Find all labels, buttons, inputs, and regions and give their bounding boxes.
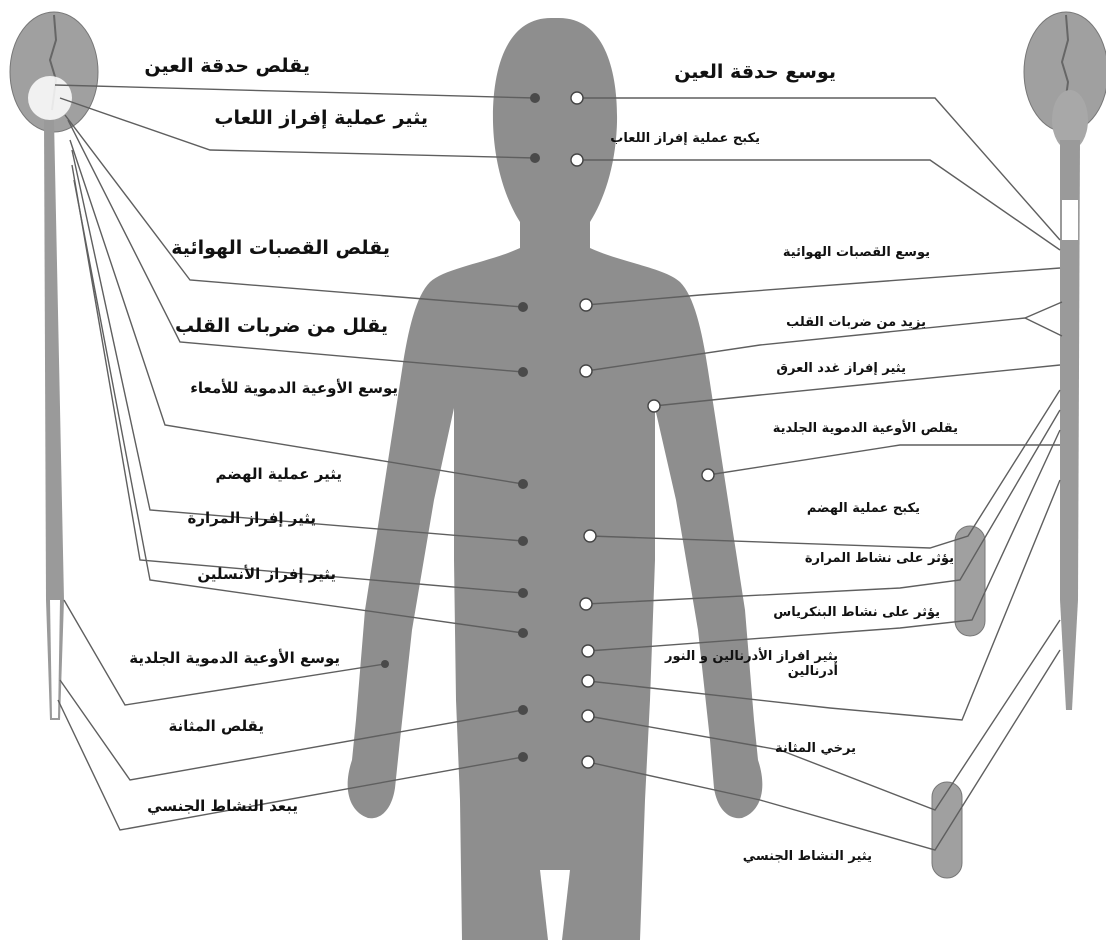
ganglion-cylinder-upper (955, 526, 985, 636)
dot-dark-4 (518, 367, 528, 377)
dot-light-4 (580, 365, 592, 377)
dot-light-12 (582, 756, 594, 768)
right-line-1 (577, 98, 1060, 240)
label-constrict-bronchi: يقلص القصبات الهوائية (171, 238, 390, 260)
dot-light-8 (580, 598, 592, 610)
right-line-4c (1025, 318, 1062, 336)
dot-dark-2 (530, 153, 540, 163)
right-line-2 (577, 160, 1060, 250)
right-nervous-system (1024, 12, 1106, 710)
label-stimulate-sexual: يثير النشاط الجنسي (743, 850, 872, 865)
label-stimulate-sweat: يثير إفراز غدد العرق (776, 362, 906, 377)
dot-light-2 (571, 154, 583, 166)
label-slow-heart: يقلل من ضربات القلب (175, 316, 388, 338)
dot-light-3 (580, 299, 592, 311)
dot-light-9 (582, 645, 594, 657)
label-stimulate-insulin: يثير إفراز الأنسلين (197, 566, 336, 583)
label-stimulate-saliva: يثير عملية إفراز اللعاب (214, 108, 428, 130)
dot-light-7 (584, 530, 596, 542)
right-spinal-cord-light (1062, 200, 1078, 240)
label-dilate-skin-vessels: يوسع الأوعية الدموية الجلدية (129, 650, 340, 667)
label-contract-bladder: يقلص المثانة (168, 718, 264, 735)
left-brain-spot (28, 76, 72, 120)
left-nervous-system (10, 12, 98, 720)
label-inhibit-digestion: يكبح عملية الهضم (807, 502, 920, 517)
left-line-1 (55, 85, 535, 98)
label-dilate-intestine-vessels: يوسع الأوعية الدموية للأمعاء (190, 380, 398, 397)
label-dilate-bronchi: يوسع القصبات الهوائية (783, 246, 930, 261)
dot-light-1 (571, 92, 583, 104)
dot-light-6 (702, 469, 714, 481)
dot-dark-10 (518, 705, 528, 715)
label-dilate-pupil: يوسع حدقة العين (674, 62, 836, 84)
dot-dark-9 (381, 660, 389, 668)
label-inhibit-saliva: يكبح عملية إفراز اللعاب (610, 132, 760, 147)
dot-dark-6 (518, 536, 528, 546)
dot-dark-8 (518, 628, 528, 638)
dot-dark-5 (518, 479, 528, 489)
label-stimulate-gallbladder: يثير إفراز المرارة (187, 510, 316, 527)
body-silhouette (348, 18, 763, 940)
label-increase-heart: يزيد من ضربات القلب (786, 316, 926, 331)
dot-light-10 (582, 675, 594, 687)
label-constrict-pupil: يقلص حدقة العين (144, 56, 310, 78)
dot-light-5 (648, 400, 660, 412)
right-line-6 (708, 445, 1060, 475)
label-affect-gallbladder: يؤثر على نشاط المرارة (805, 552, 954, 567)
dot-dark-1 (530, 93, 540, 103)
dot-dark-7 (518, 588, 528, 598)
label-stimulate-digestion: يثير عملية الهضم (215, 466, 342, 483)
label-affect-pancreas: يؤثر على نشاط البنكرياس (773, 606, 940, 621)
dot-dark-11 (518, 752, 528, 762)
left-line-10 (60, 680, 523, 780)
label-inhibit-sexual: يبعد النشاط الجنسي (147, 798, 298, 815)
label-relax-bladder: يرخي المثانة (775, 742, 856, 757)
label-constrict-skin-vessels: يقلص الأوعية الدموية الجلدية (773, 422, 958, 437)
body-shape (348, 18, 763, 940)
label-stimulate-adrenaline: يثير افراز الأدرنالين و النور أدرنالين (638, 650, 838, 680)
right-line-4b (1025, 302, 1062, 318)
dot-light-11 (582, 710, 594, 722)
dot-dark-3 (518, 302, 528, 312)
